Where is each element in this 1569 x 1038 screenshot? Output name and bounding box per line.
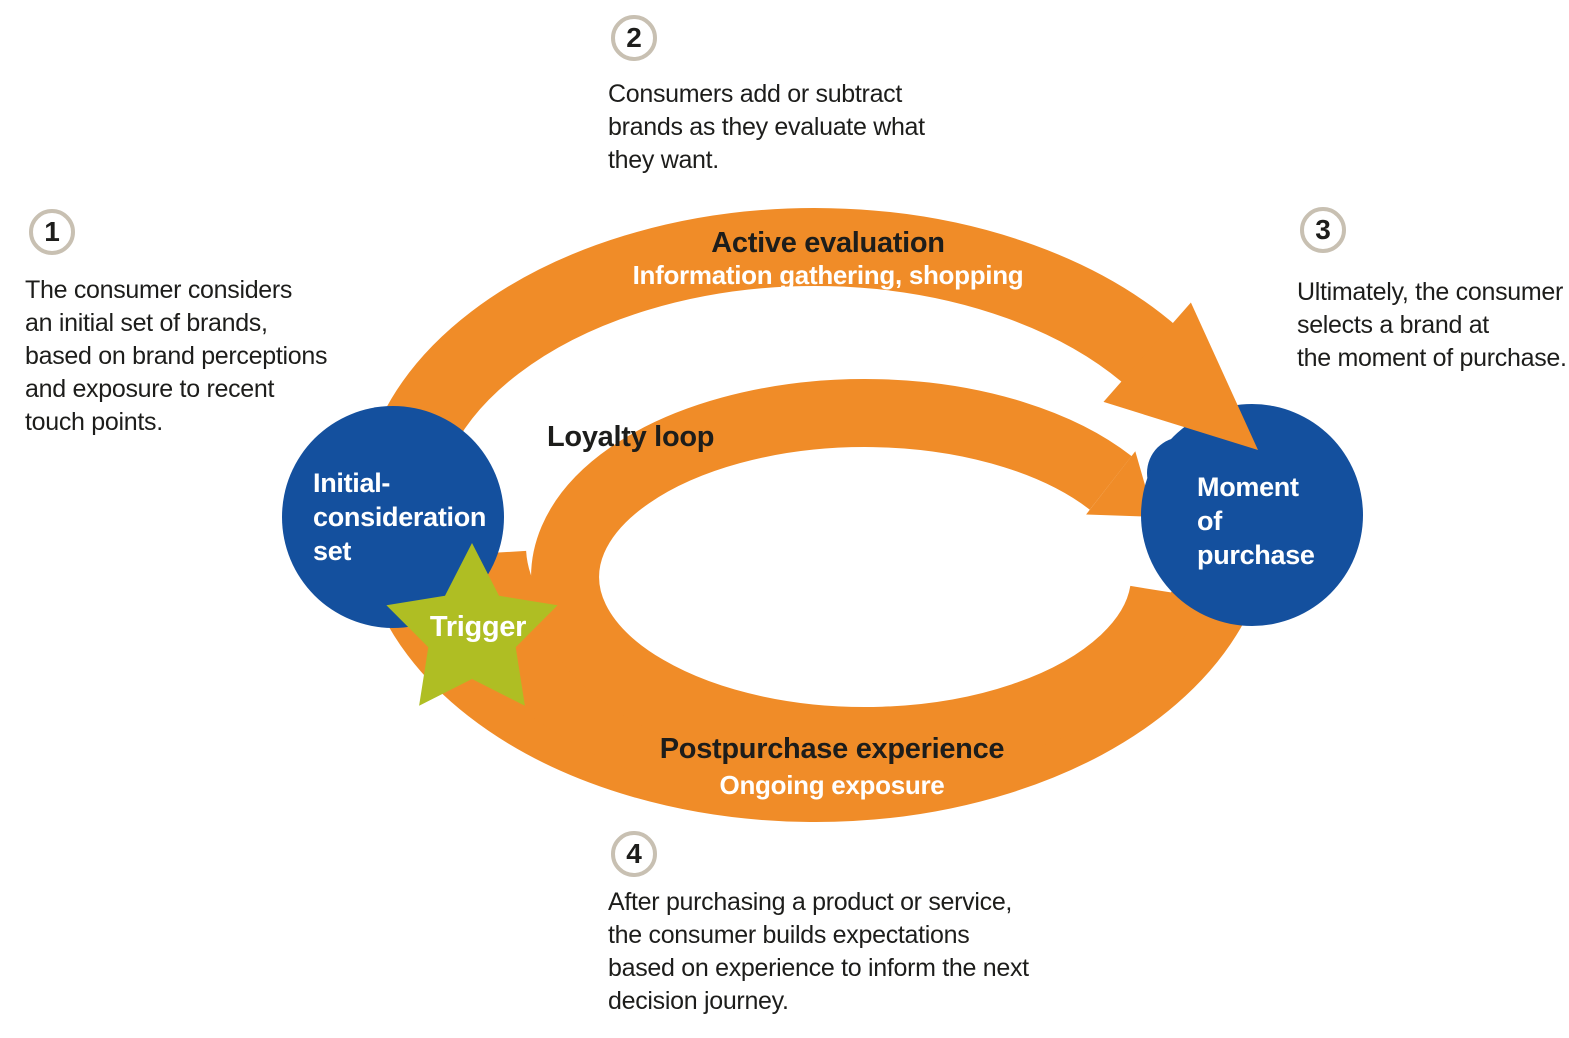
journey-arrowhead [1103,302,1258,450]
moment-of-purchase-label: Moment of purchase [1197,472,1315,570]
callout-1-text: The consumer considers an initial set of… [25,276,328,436]
postpurchase-title: Postpurchase experience [659,733,1005,765]
callout-4-text: After purchasing a product or service, t… [608,888,1029,1015]
loyalty-loop-label: Loyalty loop [547,421,715,453]
callout-3-text: Ultimately, the consumer selects a brand… [1297,278,1567,372]
callout-2-badge: 2 [611,15,657,61]
callout-4-badge: 4 [611,831,657,877]
callout-1-badge: 1 [29,209,75,255]
trigger-star [386,543,558,706]
initial-consideration-label: Initial- consideration set [313,468,487,566]
initial-consideration-circle [282,406,504,628]
moment-of-purchase-circle [1141,404,1363,626]
active-evaluation-subtitle: Information gathering, shopping [632,260,1024,290]
postpurchase-subtitle: Ongoing exposure [719,770,945,800]
callout-2-text: Consumers add or subtract brands as they… [608,80,925,174]
active-evaluation-title: Active evaluation [711,227,945,259]
callout-3-badge: 3 [1300,207,1346,253]
trigger-label: Trigger [429,611,527,643]
loyalty-ring [531,379,1198,776]
loyalty-arrowhead [1086,451,1155,517]
